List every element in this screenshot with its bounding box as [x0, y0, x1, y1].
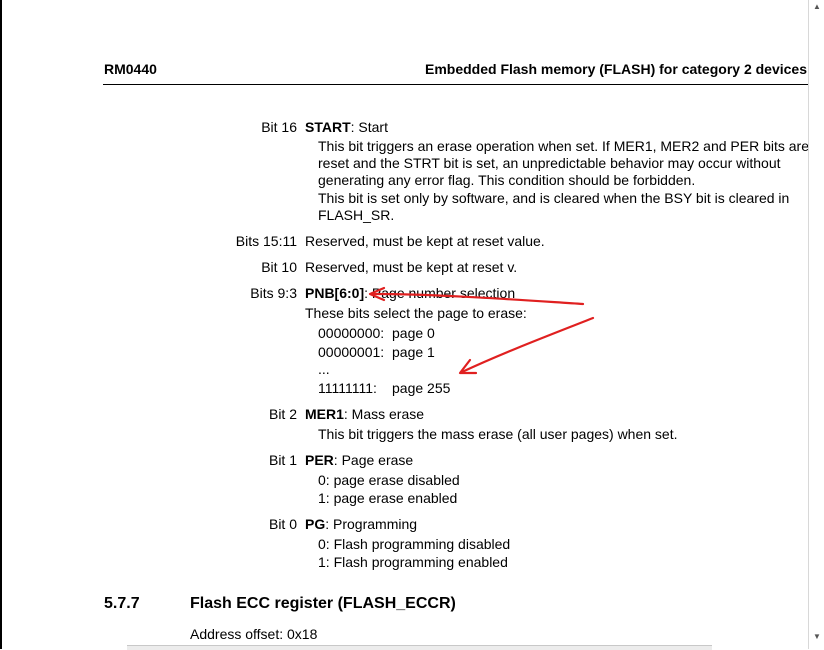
- bit-label-1: Bit 1: [268, 452, 297, 468]
- pg-desc-line-2: 1: Flash programming enabled: [318, 554, 508, 570]
- pnb-value-ellipsis: ...: [318, 361, 330, 377]
- per-desc-line-2: 1: page erase enabled: [318, 490, 458, 506]
- pnb-value-code-1: 00000001:: [318, 344, 385, 360]
- pnb-value-desc-3: page 255: [392, 380, 451, 396]
- bit-desc-per: : Page erase: [333, 452, 414, 468]
- scroll-down-icon[interactable]: ▼: [813, 632, 821, 641]
- page-header-title: Embedded Flash memory (FLASH) for catego…: [425, 61, 807, 77]
- section-number: 5.7.7: [104, 595, 140, 612]
- reserved-10-text: Reserved, must be kept at reset v.: [305, 259, 518, 275]
- bit-title-pnb: PNB[6:0]: Page number selection: [305, 285, 515, 301]
- page-left-border: [0, 0, 2, 649]
- start-desc-line-5: FLASH_SR.: [318, 207, 395, 223]
- address-offset: Address offset: 0x18: [190, 626, 318, 642]
- pnb-value-code-3: 11111111:: [318, 380, 377, 396]
- mer1-desc-line-1: This bit triggers the mass erase (all us…: [318, 426, 678, 442]
- bit-title-mer1: MER1: Mass erase: [305, 406, 424, 422]
- bit-name-start: START: [305, 119, 351, 135]
- bit-label-15-11: Bits 15:11: [235, 233, 297, 249]
- scroll-up-icon[interactable]: ▲: [813, 2, 821, 11]
- bit-label-0: Bit 0: [268, 516, 297, 532]
- bit-desc-start: : Start: [350, 119, 388, 135]
- header-rule: [103, 84, 808, 85]
- start-desc-line-2: reset and the STRT bit is set, an unpred…: [318, 155, 781, 171]
- bit-title-start: START: Start: [305, 119, 388, 135]
- bit-desc-mer1: : Mass erase: [343, 406, 425, 422]
- pg-desc-line-1: 0: Flash programming disabled: [318, 536, 511, 552]
- bit-label-9-3: Bits 9:3: [250, 285, 297, 301]
- bit-name-pnb: PNB[6:0]: [305, 285, 365, 301]
- start-desc-line-3: generating any error flag. This conditio…: [318, 172, 696, 188]
- bit-label-2: Bit 2: [268, 406, 297, 422]
- bit-name-pg: PG: [305, 516, 326, 532]
- bit-title-pg: PG: Programming: [305, 516, 417, 532]
- horizontal-scrollbar[interactable]: [127, 645, 712, 650]
- section-title: Flash ECC register (FLASH_ECCR): [190, 595, 456, 612]
- arrow-to-page-255: [460, 316, 595, 374]
- pnb-value-desc-1: page 1: [392, 344, 435, 360]
- pnb-intro: These bits select the page to erase:: [305, 305, 527, 321]
- arrowhead-page-255: [458, 358, 478, 375]
- bit-label-10: Bit 10: [261, 259, 297, 275]
- document-id: RM0440: [104, 61, 157, 77]
- bit-title-per: PER: Page erase: [305, 452, 413, 468]
- start-desc-line-4: This bit is set only by software, and is…: [318, 190, 790, 206]
- pnb-value-code-0: 00000000:: [318, 325, 385, 341]
- bit-name-mer1: MER1: [305, 406, 344, 422]
- bit-label-16: Bit 16: [261, 119, 297, 135]
- vertical-scrollbar[interactable]: ▲ ▼: [808, 0, 824, 649]
- bit-desc-pnb: : Page number selection: [364, 285, 516, 301]
- bit-desc-pg: : Programming: [325, 516, 418, 532]
- per-desc-line-1: 0: page erase disabled: [318, 472, 460, 488]
- reserved-15-11-text: Reserved, must be kept at reset value.: [305, 233, 545, 249]
- pnb-value-desc-0: page 0: [392, 325, 435, 341]
- start-desc-line-1: This bit triggers an erase operation whe…: [318, 138, 810, 154]
- bit-name-per: PER: [305, 452, 334, 468]
